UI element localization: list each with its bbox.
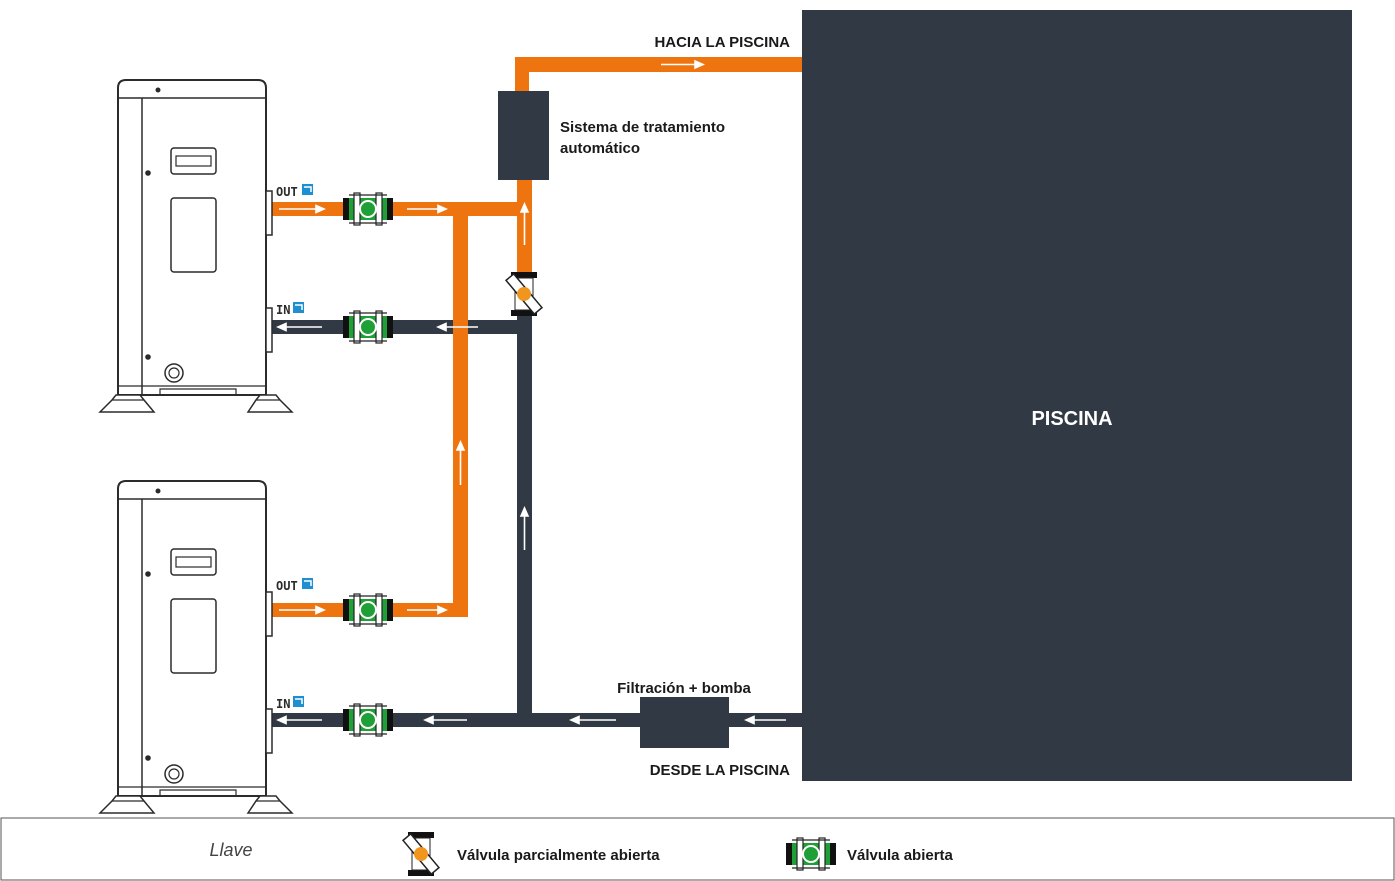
- open-valve-icon: [342, 310, 394, 344]
- heat-pump-1-in-label: IN: [276, 303, 290, 317]
- heat-pump-1-out-label: OUT: [276, 185, 298, 199]
- partial-valve-icon: [505, 271, 543, 317]
- open-valve-icon: [342, 192, 394, 226]
- heat-pump-2-in-label: IN: [276, 697, 290, 711]
- heat-pump-unit-1: [99, 79, 293, 413]
- open-valve-icon: [342, 703, 394, 737]
- to-pool-label: HACIA LA PISCINA: [654, 34, 790, 51]
- treatment-label-line1: Sistema de tratamiento: [560, 119, 725, 136]
- flow-arrows: [276, 59, 786, 725]
- treatment-system-box: [498, 91, 549, 180]
- open-valve-icon: [342, 593, 394, 627]
- pool: [802, 10, 1352, 781]
- filtration-pump-box: [640, 697, 729, 748]
- from-pool-label: DESDE LA PISCINA: [650, 762, 790, 779]
- heat-pump-unit-2: [99, 480, 293, 814]
- legend: Llave Válvula parcialmente abierta Válvu…: [0, 817, 1395, 881]
- water-in-icon: [292, 695, 305, 708]
- water-in-icon: [292, 301, 305, 314]
- legend-partial-valve-label: Válvula parcialmente abierta: [457, 847, 660, 864]
- heat-pump-2-out-label: OUT: [276, 579, 298, 593]
- hot-pipes: [272, 57, 802, 617]
- cold-pipes: [272, 306, 802, 727]
- legend-title: Llave: [209, 840, 252, 860]
- filtration-label: Filtración + bomba: [617, 680, 751, 697]
- water-out-icon: [301, 577, 314, 590]
- legend-open-valve-label: Válvula abierta: [847, 847, 954, 864]
- pool-label: PISCINA: [1031, 408, 1112, 430]
- treatment-label-line2: automático: [560, 140, 640, 157]
- water-out-icon: [301, 183, 314, 196]
